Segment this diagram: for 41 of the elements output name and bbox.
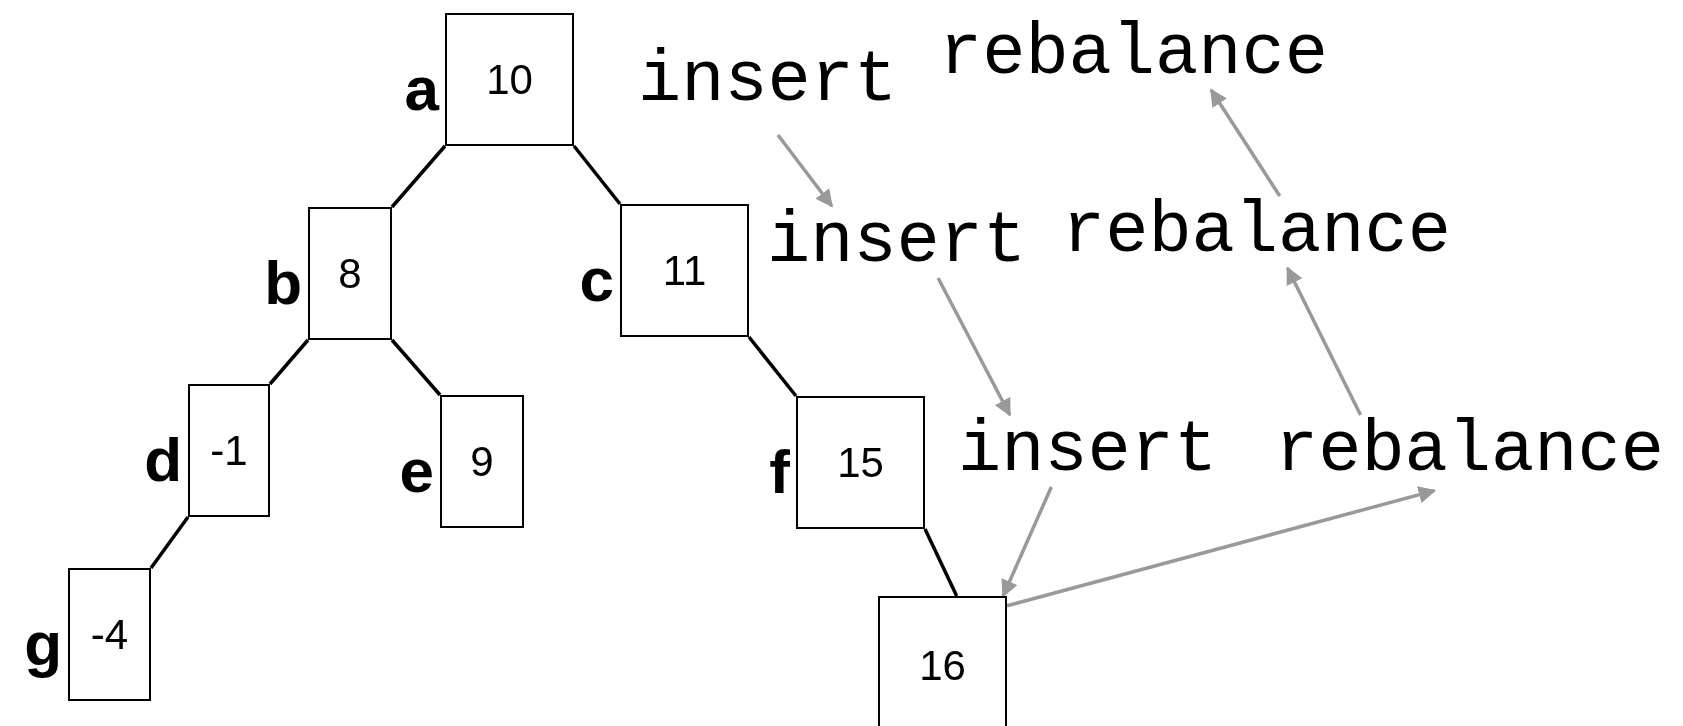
node-value: 11: [662, 246, 707, 295]
tree-node-box: [878, 596, 1007, 726]
tree-edge: [149, 515, 190, 570]
step-label: rebalance: [939, 18, 1328, 90]
node-letter: a: [404, 58, 439, 120]
node-value: 16: [919, 642, 966, 690]
arrow: [1285, 266, 1363, 416]
step-label: rebalance: [1275, 415, 1664, 487]
node-value: 10: [486, 55, 533, 104]
tree-node-box: [440, 395, 524, 528]
tree-node-box: [796, 396, 925, 529]
node-value: 9: [470, 437, 494, 486]
tree-node-box: [308, 207, 392, 340]
tree-node-box: [188, 384, 270, 517]
tree-edge: [268, 338, 310, 386]
tree-edge: [747, 335, 798, 398]
step-label: insert: [638, 45, 898, 117]
tree-edge: [572, 144, 622, 206]
arrow: [1001, 486, 1053, 598]
arrow: [1209, 88, 1282, 197]
node-letter: c: [579, 249, 614, 311]
tree-edge: [390, 338, 442, 397]
arrow: [936, 277, 1012, 417]
tree-edge: [390, 144, 447, 209]
node-letter: d: [144, 429, 182, 491]
node-value: -4: [90, 610, 129, 659]
tree-node-box: [68, 568, 151, 701]
step-label: insert: [767, 206, 1027, 278]
tree-edge: [923, 528, 959, 597]
node-letter: b: [264, 252, 302, 314]
tree-node-box: [445, 13, 574, 146]
arrow: [1006, 486, 1437, 608]
step-label: rebalance: [1062, 196, 1451, 268]
node-value: -1: [210, 426, 248, 475]
node-value: 8: [338, 249, 362, 298]
tree-node-box: [620, 204, 749, 337]
node-value: 15: [837, 438, 884, 487]
arrow: [776, 133, 834, 208]
node-letter: f: [769, 441, 790, 503]
step-label: insert: [958, 415, 1218, 487]
node-letter: e: [399, 440, 434, 502]
